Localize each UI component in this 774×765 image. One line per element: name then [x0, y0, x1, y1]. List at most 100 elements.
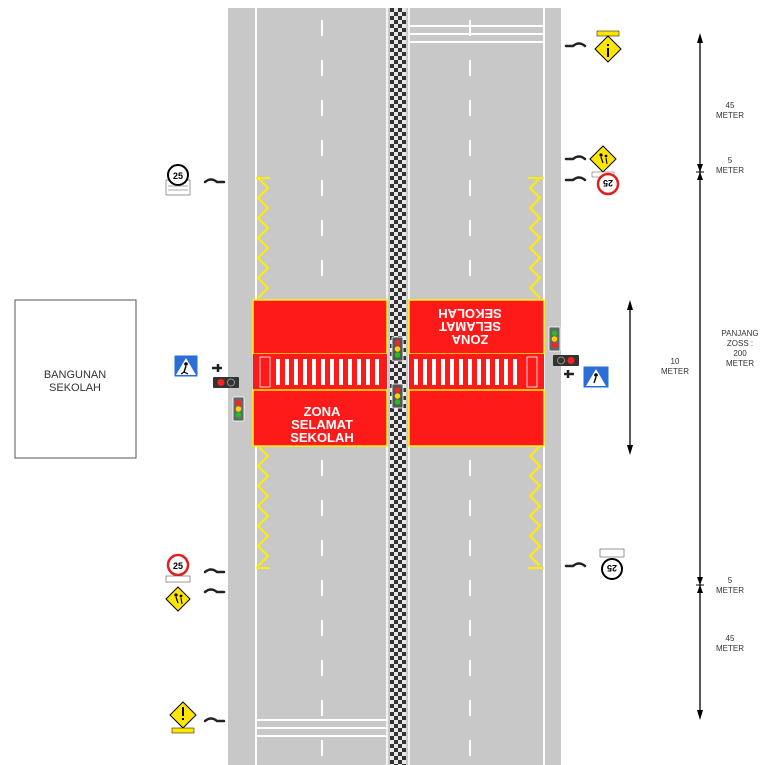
zebra-stripe — [375, 359, 379, 385]
median-checker-cell — [390, 664, 394, 668]
median-checker-cell — [402, 188, 406, 192]
median-checker-cell — [394, 644, 398, 648]
median-checker-cell — [394, 100, 398, 104]
dim-mid-number: 10 — [671, 357, 680, 366]
median-checker-cell — [398, 552, 402, 556]
median-checker-cell — [398, 64, 402, 68]
median-checker-cell — [390, 168, 394, 172]
median-checker-cell — [390, 584, 394, 588]
median-checker-cell — [398, 504, 402, 508]
median-checker-cell — [402, 316, 406, 320]
zone-text-lower-left: ZONA SELAMAT SEKOLAH — [290, 404, 354, 445]
median-checker-cell — [402, 444, 406, 448]
median-checker-cell — [402, 556, 406, 560]
median-checker-cell — [398, 624, 402, 628]
median-checker-cell — [402, 756, 406, 760]
median-checker-cell — [394, 724, 398, 728]
median-checker-cell — [390, 232, 394, 236]
median-checker-cell — [390, 496, 394, 500]
median-checker-cell — [394, 204, 398, 208]
median-checker-cell — [394, 436, 398, 440]
median-checker-cell — [398, 712, 402, 716]
pedestrian-signal-icon — [213, 377, 239, 388]
traffic-light-icon — [548, 326, 561, 352]
median-checker-cell — [390, 296, 394, 300]
crossing-vertical-text-box-left — [259, 356, 271, 388]
zigzag-line — [528, 445, 542, 567]
dim-top-unit: METER — [716, 111, 744, 120]
median-checker-cell — [390, 528, 394, 532]
median-checker-cell — [390, 264, 394, 268]
median-checker-cell — [394, 28, 398, 32]
median-checker-cell — [398, 224, 402, 228]
median-checker-cell — [398, 576, 402, 580]
median-checker-cell — [402, 412, 406, 416]
school-building: BANGUNAN SEKOLAH — [14, 299, 137, 459]
median-checker-cell — [402, 196, 406, 200]
median-checker-cell — [390, 200, 394, 204]
median-checker-cell — [402, 596, 406, 600]
median-checker-cell — [394, 12, 398, 16]
median-checker-cell — [390, 520, 394, 524]
median-checker-cell — [402, 588, 406, 592]
zebra-stripe — [414, 359, 418, 385]
zone-text-line2: SELAMAT — [439, 319, 501, 334]
median-checker-cell — [402, 644, 406, 648]
zebra-stripe — [459, 359, 463, 385]
median-checker-cell — [394, 412, 398, 416]
median-checker-cell — [394, 380, 398, 384]
zone-text-line2: SELAMAT — [291, 417, 353, 432]
building-label-line1: BANGUNAN — [44, 369, 106, 381]
median-checker-cell — [398, 360, 402, 364]
median-checker-cell — [402, 28, 406, 32]
median-checker-cell — [398, 312, 402, 316]
median-checker-cell — [402, 524, 406, 528]
median-checker-cell — [402, 164, 406, 168]
median-checker-cell — [402, 516, 406, 520]
median-checker-cell — [402, 572, 406, 576]
zigzag-line — [256, 445, 270, 567]
median-checker-cell — [394, 188, 398, 192]
median-checker-cell — [390, 640, 394, 644]
median-checker-cell — [394, 156, 398, 160]
median-checker-cell — [394, 460, 398, 464]
median-checker-cell — [394, 524, 398, 528]
median-checker-cell — [398, 248, 402, 252]
zebra-stripe — [294, 359, 298, 385]
median-checker-cell — [402, 668, 406, 672]
median-checker-cell — [390, 488, 394, 492]
median-checker-cell — [402, 204, 406, 208]
median-checker-cell — [394, 276, 398, 280]
median-checker-cell — [390, 464, 394, 468]
dim-length-line1: PANJANG — [721, 329, 758, 338]
median-checker-cell — [402, 260, 406, 264]
median-checker-cell — [398, 8, 402, 12]
median-checker-cell — [390, 248, 394, 252]
median-checker-cell — [390, 144, 394, 148]
median-checker-cell — [390, 552, 394, 556]
median-checker-cell — [398, 632, 402, 636]
median-checker-cell — [398, 232, 402, 236]
median-checker-cell — [394, 292, 398, 296]
median-checker-cell — [402, 12, 406, 16]
median-checker-cell — [394, 148, 398, 152]
median-checker-cell — [394, 604, 398, 608]
median-checker-cell — [394, 684, 398, 688]
median-checker-cell — [394, 588, 398, 592]
warning-exclamation-sign-right — [564, 30, 622, 63]
median-checker-cell — [398, 488, 402, 492]
median-checker-cell — [390, 40, 394, 44]
median-checker-cell — [394, 620, 398, 624]
median-checker-cell — [394, 748, 398, 752]
median-checker-cell — [402, 132, 406, 136]
median-checker-cell — [390, 120, 394, 124]
median-checker-cell — [390, 432, 394, 436]
speed-limit-sign-left-upper: 25 — [165, 164, 226, 196]
median-checker-cell — [402, 564, 406, 568]
median-checker-cell — [402, 740, 406, 744]
median-checker-cell — [390, 328, 394, 332]
zebra-stripe — [357, 359, 361, 385]
median-checker-cell — [402, 604, 406, 608]
median-checker-cell — [394, 132, 398, 136]
median-checker-cell — [402, 92, 406, 96]
